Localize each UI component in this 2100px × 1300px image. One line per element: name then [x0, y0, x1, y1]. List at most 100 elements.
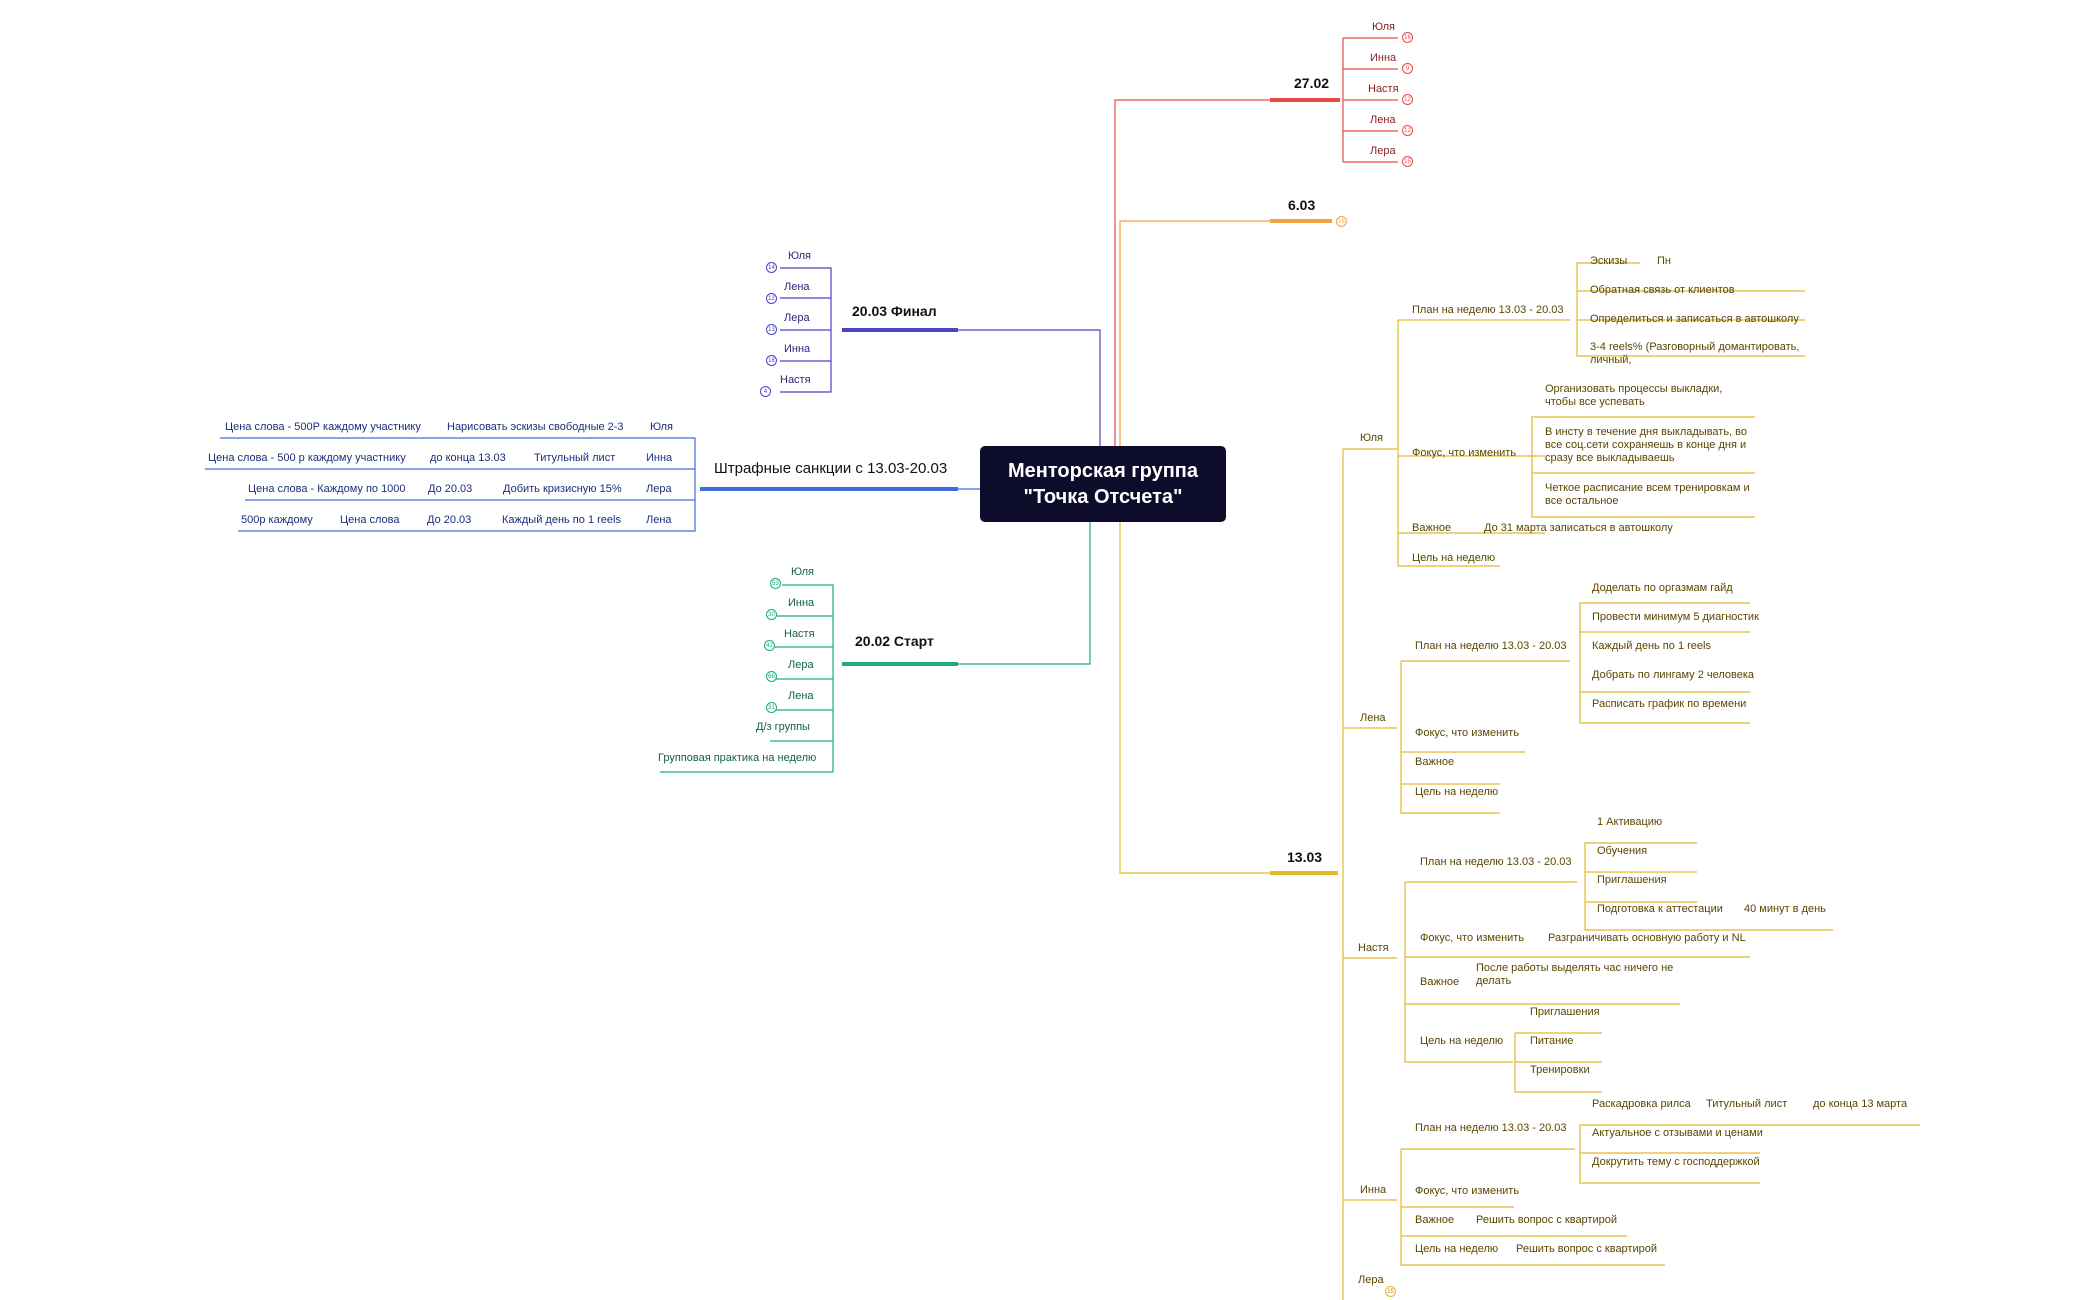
penalty-name[interactable]: Лена	[646, 514, 672, 526]
plan-item[interactable]: Актуальное с отзывами и ценами	[1592, 1127, 1763, 1139]
branch-27-02-item[interactable]: Инна	[1370, 52, 1397, 64]
person-inna[interactable]: Инна	[1360, 1184, 1387, 1196]
goal-text[interactable]: Решить вопрос с квартирой	[1516, 1243, 1657, 1255]
penalty-price[interactable]: Цена слова - Каждому по 1000	[248, 483, 406, 495]
central-topic-line2: "Точка Отсчета"	[1023, 486, 1183, 508]
branch-20-02-start[interactable]: 20.02 Старт	[855, 633, 934, 649]
branch-20-03-item[interactable]: Лена	[784, 281, 810, 293]
penalty-deadline[interactable]: до конца 13.03	[430, 452, 506, 464]
plan-sub[interactable]: до конца 13 марта	[1813, 1098, 1908, 1110]
plan-item[interactable]: Определиться и записаться в автошколу	[1590, 313, 1799, 325]
group-practice[interactable]: Групповая практика на неделю	[658, 752, 817, 764]
penalty-name[interactable]: Лера	[646, 483, 672, 495]
branch-20-02-item[interactable]: Лена	[788, 690, 814, 702]
penalty-deadline[interactable]: До 20.03	[428, 483, 473, 495]
penalty-name[interactable]: Инна	[646, 452, 673, 464]
plan-item[interactable]: Подготовка к аттестации	[1597, 903, 1723, 915]
plan-item[interactable]: Каждый день по 1 reels	[1592, 640, 1711, 652]
goal-item[interactable]: Приглашения	[1530, 1006, 1600, 1018]
branch-20-02-item[interactable]: Юля	[791, 566, 814, 578]
plan-item[interactable]: 3-4 reels% (Разговорный домантировать, л…	[1590, 341, 1800, 366]
count-badge: 15	[1402, 156, 1413, 167]
important-node[interactable]: Важное	[1415, 756, 1455, 768]
focus-node[interactable]: Фокус, что изменить	[1415, 1185, 1520, 1197]
weekly-plan[interactable]: План на неделю 13.03 - 20.03	[1420, 856, 1572, 868]
person-nastya[interactable]: Настя	[1358, 942, 1389, 954]
plan-item[interactable]: Провести минимум 5 диагностик	[1592, 611, 1759, 623]
branch-20-03-item[interactable]: Инна	[784, 343, 811, 355]
branch-6-03[interactable]: 6.03	[1288, 197, 1316, 213]
penalty-task[interactable]: Нарисовать эскизы свободные 2-3	[447, 421, 624, 433]
plan-item[interactable]: Доделать по оргазмам гайд	[1592, 582, 1733, 594]
branch-20-03-item[interactable]: Настя	[780, 374, 811, 386]
weekly-plan[interactable]: План на неделю 13.03 - 20.03	[1415, 640, 1567, 652]
important-text[interactable]: После работы выделять час ничего не дела…	[1476, 962, 1674, 987]
important-node[interactable]: Важное	[1415, 1214, 1455, 1226]
important-text[interactable]: Решить вопрос с квартирой	[1476, 1214, 1617, 1226]
goal-item[interactable]: Питание	[1530, 1035, 1574, 1047]
branch-20-02-item[interactable]: Инна	[788, 597, 815, 609]
penalty-task[interactable]: Титульный лист	[534, 452, 616, 464]
group-homework[interactable]: Д/з группы	[756, 721, 810, 733]
plan-item[interactable]: Обратная связь от клиентов	[1590, 284, 1735, 296]
person-lena[interactable]: Лена	[1360, 712, 1386, 724]
branch-13-03[interactable]: 13.03	[1287, 849, 1323, 865]
plan-item[interactable]: Приглашения	[1597, 874, 1667, 886]
count-badge: 4	[760, 386, 771, 397]
focus-item[interactable]: В инсту в течение дня выкладывать, во вс…	[1545, 426, 1748, 464]
penalty-price[interactable]: Цена слова - 500 р каждому участнику	[208, 452, 406, 464]
branch-20-02-item[interactable]: Лера	[788, 659, 814, 671]
penalty-task[interactable]: Каждый день по 1 reels	[502, 514, 621, 526]
goal-node[interactable]: Цель на неделю	[1420, 1035, 1504, 1047]
important-node[interactable]: Важное	[1420, 976, 1460, 988]
branch-20-03-item[interactable]: Юля	[788, 250, 811, 262]
penalty-price[interactable]: Цена слова - 500Р каждому участнику	[225, 421, 421, 433]
plan-day[interactable]: Пн	[1657, 255, 1671, 267]
branch-20-03-item[interactable]: Лера	[784, 312, 810, 324]
branch-27-02-item[interactable]: Лера	[1370, 145, 1396, 157]
weekly-plan[interactable]: План на неделю 13.03 - 20.03	[1415, 1122, 1567, 1134]
count-badge: 16	[1402, 32, 1413, 43]
branch-27-02-item[interactable]: Настя	[1368, 83, 1399, 95]
plan-item[interactable]: Докрутить тему с господдержкой	[1592, 1156, 1760, 1168]
branch-penalties[interactable]: Штрафные санкции с 13.03-20.03	[714, 460, 948, 477]
penalty-price[interactable]: Цена слова	[340, 514, 400, 526]
focus-text[interactable]: Разграничивать основную работу и NL	[1548, 932, 1746, 944]
count-badge: 13	[766, 324, 777, 335]
goal-item[interactable]: Тренировки	[1530, 1064, 1590, 1076]
branch-27-02-item[interactable]: Лена	[1370, 114, 1396, 126]
focus-node[interactable]: Фокус, что изменить	[1412, 447, 1517, 459]
important-text[interactable]: До 31 марта записаться в автошколу	[1484, 522, 1673, 534]
person-lera[interactable]: Лера	[1358, 1274, 1384, 1286]
penalty-task[interactable]: Добить кризисную 15%	[503, 483, 622, 495]
penalty-deadline[interactable]: До 20.03	[427, 514, 472, 526]
central-topic[interactable]: Менторская группа "Точка Отсчета"	[980, 446, 1226, 522]
branch-20-02-item[interactable]: Настя	[784, 628, 815, 640]
count-badge: 12	[1402, 94, 1413, 105]
penalty-name[interactable]: Юля	[650, 421, 673, 433]
penalty-extra[interactable]: 500р каждому	[241, 514, 313, 526]
focus-item[interactable]: Четкое расписание всем тренировкам и все…	[1545, 482, 1750, 507]
focus-node[interactable]: Фокус, что изменить	[1415, 727, 1520, 739]
goal-node[interactable]: Цель на неделю	[1415, 1243, 1499, 1255]
weekly-plan[interactable]: План на неделю 13.03 - 20.03	[1412, 304, 1564, 316]
goal-node[interactable]: Цель на неделю	[1412, 552, 1496, 564]
branch-27-02-item[interactable]: Юля	[1372, 21, 1395, 33]
branch-20-03-final[interactable]: 20.03 Финал	[852, 303, 937, 319]
plan-item[interactable]: Расписать график по времени	[1592, 698, 1747, 710]
plan-sub[interactable]: Титульный лист	[1706, 1098, 1788, 1110]
plan-item[interactable]: Раскадровка рилса	[1592, 1098, 1691, 1110]
focus-node[interactable]: Фокус, что изменить	[1420, 932, 1525, 944]
branch-27-02[interactable]: 27.02	[1294, 75, 1330, 91]
goal-node[interactable]: Цель на неделю	[1415, 786, 1499, 798]
person-yulia[interactable]: Юля	[1360, 432, 1383, 444]
plan-item[interactable]: Эскизы	[1590, 255, 1628, 267]
count-badge: 66	[766, 671, 777, 682]
plan-item[interactable]: Обучения	[1597, 845, 1648, 857]
plan-item[interactable]: 1 Активацию	[1597, 816, 1663, 828]
focus-item[interactable]: Организовать процессы выкладки, чтобы вс…	[1545, 383, 1723, 408]
important-node[interactable]: Важное	[1412, 522, 1452, 534]
plan-item[interactable]: Добрать по лингаму 2 человека	[1592, 669, 1755, 681]
plan-extra[interactable]: 40 минут в день	[1744, 903, 1826, 915]
